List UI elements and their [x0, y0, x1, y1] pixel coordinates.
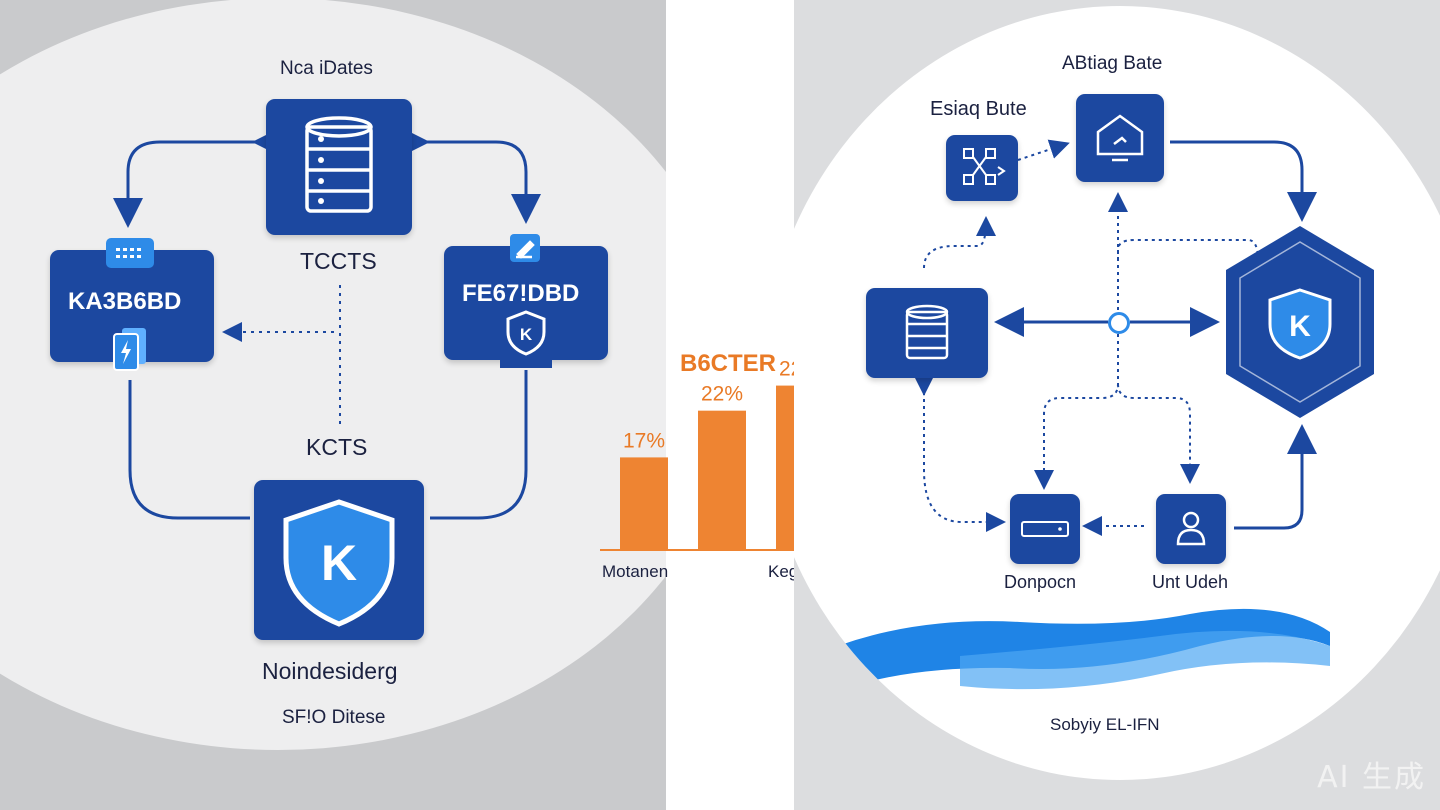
right-connectors [914, 139, 1317, 536]
line-bottom-left [128, 380, 250, 520]
left-footer: SF!O Ditese [282, 707, 386, 728]
monitor-icon [1096, 114, 1144, 162]
left-node-label: KA3B6BD [68, 288, 182, 315]
pen-icon [510, 234, 540, 262]
arrow-top-right [400, 127, 541, 224]
network-node[interactable] [946, 135, 1018, 201]
shield-k-icon: K [506, 310, 546, 356]
drive-node[interactable] [1010, 494, 1080, 564]
right-footer: Sobyiy EL-IFN [1050, 715, 1160, 734]
chart-left-label: Motanen [602, 562, 669, 581]
bar-1 [698, 410, 746, 550]
line-bottom-right [430, 370, 528, 520]
middle-label: KCTS [306, 434, 368, 460]
hub-node[interactable] [1108, 312, 1130, 334]
left-connectors [113, 127, 541, 520]
monitor-node[interactable] [1076, 94, 1164, 182]
right-node-label: FE67!DBD [462, 280, 580, 307]
svg-text:K: K [321, 535, 357, 591]
bottom-left-label: Donpocn [1004, 572, 1077, 592]
left-diagram-panel: Nca iDates TCCTS KA3B6BD [0, 0, 666, 810]
bar-label-0: 17% [623, 429, 665, 452]
user-icon [1176, 511, 1206, 546]
database-icon [305, 116, 373, 213]
svg-text:K: K [520, 325, 533, 344]
left-title: Nca iDates [280, 58, 373, 79]
bottom-node-label: Noindesiderg [262, 658, 398, 684]
top-node-label: TCCTS [300, 248, 377, 274]
right-diagram-panel: ABtiag Bate Esiaq Bute [794, 0, 1440, 810]
database-icon [905, 304, 949, 360]
database-node[interactable] [266, 99, 412, 235]
bar-label-1: 22% [701, 383, 743, 406]
wave-decoration [822, 608, 1330, 690]
bar-0 [620, 457, 668, 550]
small-node-label: Esiaq Bute [930, 98, 1027, 120]
shield-k-icon: K [283, 499, 395, 627]
power-icon [112, 326, 148, 372]
keyboard-icon [106, 238, 154, 268]
chart-title: B6CTER [680, 350, 777, 377]
right-title: ABtiag Bate [1062, 53, 1163, 74]
watermark: AI 生成 [1317, 760, 1426, 795]
user-node[interactable] [1156, 494, 1226, 564]
shield-k-icon: K [1268, 288, 1332, 360]
right-node[interactable]: FE67!DBD K [444, 246, 608, 360]
bottom-right-label: Unt Udeh [1152, 572, 1229, 592]
database-node-right[interactable] [866, 288, 988, 378]
drive-icon [1021, 521, 1069, 537]
right-node-stand [500, 358, 552, 368]
svg-text:K: K [1289, 310, 1311, 343]
security-node[interactable]: K [254, 480, 424, 640]
left-node[interactable]: KA3B6BD [50, 250, 214, 362]
network-icon [963, 148, 1006, 185]
arrow-top-left [113, 127, 282, 228]
hexagon-node[interactable]: K [1222, 224, 1378, 420]
